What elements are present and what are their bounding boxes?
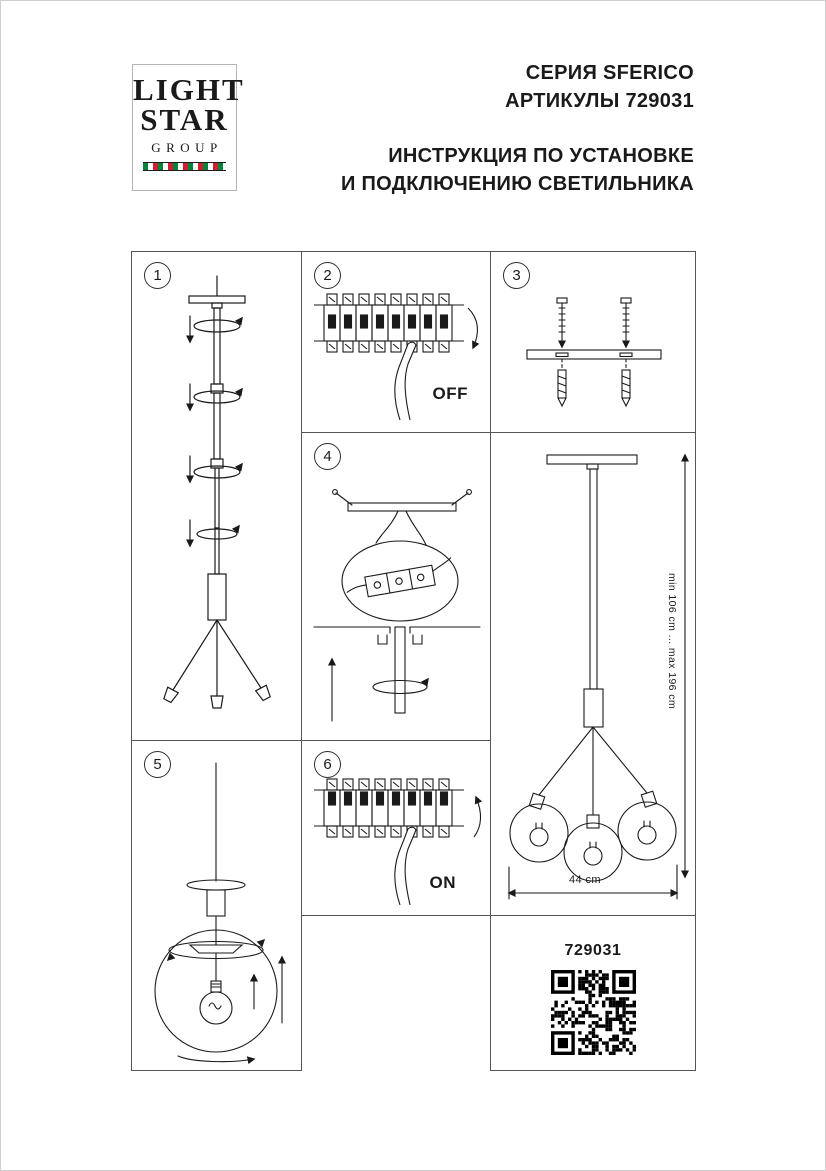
step-number-badge: 3 — [503, 262, 530, 289]
rotate-arrow-icon — [177, 1055, 256, 1065]
panel-step-6: 6 — [301, 740, 491, 916]
panel-step-4: 4 — [301, 432, 491, 741]
terminal-block — [346, 557, 452, 598]
assembled-lamp-diagram — [507, 453, 689, 900]
shade-assembly-diagram — [154, 762, 286, 1065]
width-dimension-label: 44 cm — [569, 874, 601, 886]
header: СЕРИЯ SFERICO АРТИКУЛЫ 729031 ИНСТРУКЦИЯ… — [301, 59, 694, 198]
panel-step-2: 2 — [301, 251, 491, 433]
pointing-hand-icon — [394, 826, 417, 906]
brand-logo: LIGHT STAR GROUP — [132, 64, 245, 191]
panel-step-5: 5 — [131, 740, 302, 1071]
logo-word-group: GROUP — [151, 139, 223, 155]
breaker-on-diagram — [314, 778, 483, 906]
panel-step-3: 3 — [490, 251, 696, 433]
mounting-bracket-diagram — [526, 297, 662, 408]
panel-article-qr: 729031 — [490, 915, 696, 1071]
breaker-strip — [314, 778, 483, 906]
instruction-title-line2: И ПОДКЛЮЧЕНИЮ СВЕТИЛЬНИКА — [340, 173, 694, 195]
stem-assembly-diagram — [163, 275, 271, 709]
turn-off-arrow-icon — [467, 307, 480, 350]
magnifier-bubble — [341, 540, 459, 622]
instruction-title-line1: ИНСТРУКЦИЯ ПО УСТАНОВКЕ — [388, 145, 694, 167]
breaker-off-diagram — [314, 293, 480, 421]
panel-step-1: 1 — [131, 251, 302, 741]
panel-assembled-lamp: min 106 cm ... max 196 cm 44 cm — [490, 432, 696, 916]
article-title: АРТИКУЛЫ 729031 — [505, 90, 694, 112]
step-number-badge: 1 — [144, 262, 171, 289]
qr-code — [550, 970, 636, 1060]
switch-state-label: OFF — [432, 384, 468, 403]
step-number-badge: 6 — [314, 751, 341, 778]
breaker-strip — [314, 293, 480, 421]
switch-state-label: ON — [429, 873, 456, 892]
wiring-connection-diagram — [313, 489, 481, 722]
step-number-badge: 4 — [314, 443, 341, 470]
article-number: 729031 — [564, 942, 622, 959]
italian-flag-stripes — [143, 161, 226, 171]
step-number-badge: 2 — [314, 262, 341, 289]
step-number-badge: 5 — [144, 751, 171, 778]
pointing-hand-icon — [394, 341, 417, 421]
height-dimension-label: min 106 cm ... max 196 cm — [666, 573, 678, 710]
series-title: СЕРИЯ SFERICO — [525, 62, 694, 84]
logo-word-light: LIGHT — [133, 72, 245, 107]
logo-word-star: STAR — [140, 102, 229, 138]
turn-on-arrow-icon — [473, 795, 483, 838]
